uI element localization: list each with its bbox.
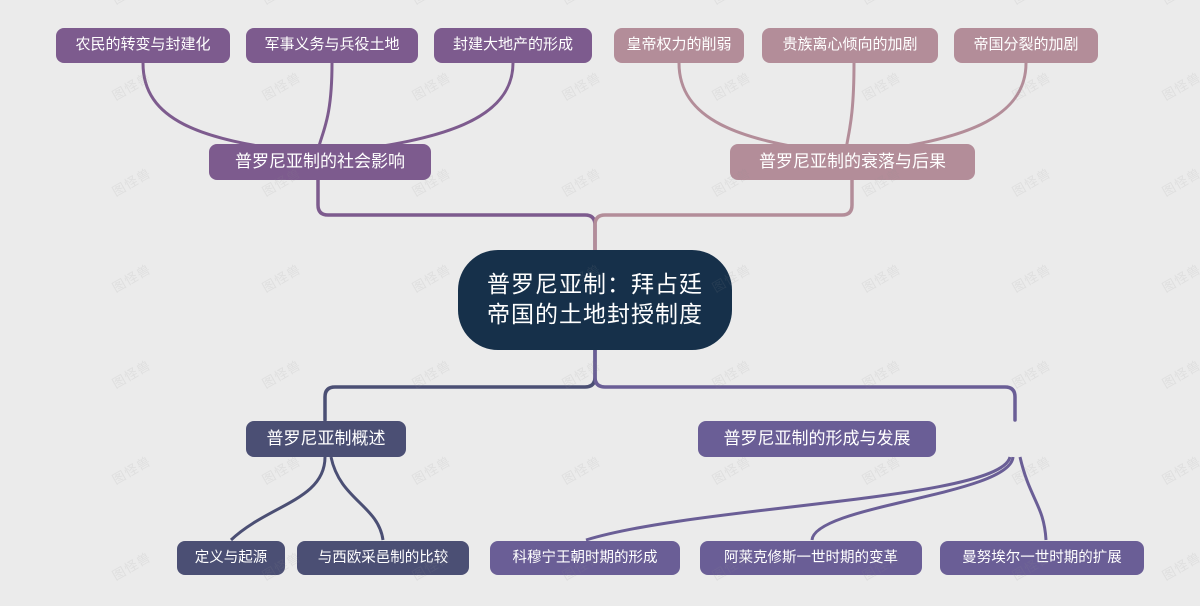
edge-root-to-formation [593, 348, 1017, 422]
leaf-node-formation-3[interactable]: 曼努埃尔一世时期的扩展 [940, 541, 1144, 575]
edge-social-child-2 [316, 62, 334, 151]
edge-formation-child-3 [1018, 456, 1048, 541]
branch-node-decline[interactable]: 普罗尼亚制的衰落与后果 [730, 144, 975, 180]
leaf-node-formation-1[interactable]: 科穆宁王朝时期的形成 [490, 541, 680, 575]
edge-decline-child-1 [677, 62, 829, 154]
leaf-label-decline-2: 贵族离心倾向的加剧 [782, 36, 918, 54]
leaf-label-social-3: 封建大地产的形成 [452, 36, 573, 54]
leaf-label-social-1: 农民的转变与封建化 [75, 36, 211, 54]
branch-node-overview[interactable]: 普罗尼亚制概述 [246, 421, 406, 457]
edge-social-child-3 [339, 62, 515, 154]
branch-node-formation[interactable]: 普罗尼亚制的形成与发展 [698, 421, 936, 457]
leaf-node-decline-2[interactable]: 贵族离心倾向的加剧 [762, 28, 938, 63]
leaf-node-formation-2[interactable]: 阿莱克修斯一世时期的变革 [700, 541, 922, 575]
edge-decline-child-2 [844, 62, 856, 151]
leaf-label-social-2: 军事义务与兵役土地 [264, 36, 400, 54]
branch-label-decline: 普罗尼亚制的衰落与后果 [759, 152, 946, 172]
edge-social-to-root [316, 178, 597, 252]
leaf-label-formation-2: 阿莱克修斯一世时期的变革 [724, 549, 898, 566]
edge-overview-child-1 [229, 456, 327, 542]
leaf-node-overview-2[interactable]: 与西欧采邑制的比较 [297, 541, 469, 575]
branch-node-social-impact[interactable]: 普罗尼亚制的社会影响 [209, 144, 431, 180]
leaf-label-overview-2: 与西欧采邑制的比较 [317, 549, 449, 566]
edge-formation-child-2 [810, 456, 1015, 541]
leaf-node-social-1[interactable]: 农民的转变与封建化 [56, 28, 230, 63]
leaf-node-decline-1[interactable]: 皇帝权力的削弱 [614, 28, 744, 63]
edge-decline-to-root [593, 178, 854, 252]
leaf-label-decline-1: 皇帝权力的削弱 [626, 36, 732, 54]
branch-label-formation: 普罗尼亚制的形成与发展 [723, 429, 911, 449]
leaf-label-decline-3: 帝国分裂的加剧 [973, 36, 1079, 54]
edge-formation-child-1 [585, 456, 1012, 542]
leaf-node-decline-3[interactable]: 帝国分裂的加剧 [954, 28, 1098, 63]
branch-label-overview: 普罗尼亚制概述 [266, 429, 386, 449]
edge-root-to-overview [323, 348, 597, 422]
leaf-label-formation-1: 科穆宁王朝时期的形成 [512, 549, 658, 566]
root-node-label: 普罗尼亚制：拜占廷帝国的土地封授制度 [487, 271, 703, 327]
leaf-label-overview-1: 定义与起源 [194, 549, 268, 566]
leaf-node-social-3[interactable]: 封建大地产的形成 [434, 28, 592, 63]
edge-decline-child-3 [865, 62, 1028, 154]
root-node[interactable]: 普罗尼亚制：拜占廷帝国的土地封授制度 [458, 250, 732, 350]
leaf-node-social-2[interactable]: 军事义务与兵役土地 [246, 28, 418, 63]
branch-label-social-impact: 普罗尼亚制的社会影响 [235, 152, 405, 172]
edge-overview-child-2 [329, 456, 385, 541]
leaf-label-formation-3: 曼努埃尔一世时期的扩展 [962, 549, 1122, 566]
edge-social-child-1 [141, 62, 301, 154]
leaf-node-overview-1[interactable]: 定义与起源 [177, 541, 285, 575]
